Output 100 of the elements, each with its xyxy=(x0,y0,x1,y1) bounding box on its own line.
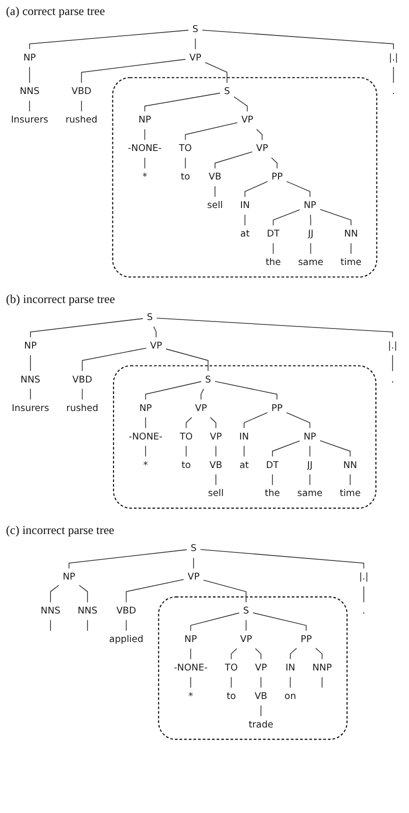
connector xyxy=(153,326,157,338)
connector xyxy=(252,612,307,632)
connector xyxy=(203,580,246,603)
node-text: VB xyxy=(254,690,268,702)
connector xyxy=(310,242,312,254)
panel-title: (c) incorrect parse tree xyxy=(6,522,114,537)
node-text: NP xyxy=(304,431,316,442)
node-text: VBD xyxy=(72,86,92,97)
connector xyxy=(144,92,220,112)
connector xyxy=(272,440,300,457)
connector xyxy=(315,648,322,660)
node-text: the xyxy=(264,488,280,499)
node-text: rushed xyxy=(65,114,98,126)
connector xyxy=(215,446,216,457)
connector xyxy=(271,157,278,169)
connector xyxy=(30,354,31,372)
node-text: -NONE- xyxy=(128,143,162,154)
node-text: NNS xyxy=(40,606,60,616)
node-text: same xyxy=(298,257,324,268)
node-text: Insurers xyxy=(12,402,50,414)
connector xyxy=(260,705,262,717)
node-text: VP xyxy=(189,52,202,64)
connector xyxy=(290,676,291,688)
connector xyxy=(214,151,253,169)
connector xyxy=(255,648,262,660)
node-text: VP xyxy=(188,572,200,582)
node-text: JJ xyxy=(307,460,313,470)
node-text: sell xyxy=(207,200,223,211)
node-text: |.| xyxy=(388,340,398,352)
node-text: NP xyxy=(138,114,152,126)
node-text: to xyxy=(180,172,190,182)
node-text: PP xyxy=(300,634,312,645)
node-text: TO xyxy=(224,662,238,674)
connector xyxy=(82,388,83,400)
connector xyxy=(392,354,393,372)
cluster xyxy=(113,365,376,509)
connector xyxy=(190,612,240,632)
node-text: NNS xyxy=(78,606,98,616)
node-text: VB xyxy=(208,172,222,182)
node-text: * xyxy=(188,690,194,702)
node-text: time xyxy=(340,488,361,499)
connector xyxy=(309,446,310,457)
node-text: VP xyxy=(240,634,252,645)
node-text: VBD xyxy=(116,606,136,616)
panel-title: (b) incorrect parse tree xyxy=(6,292,115,306)
connector xyxy=(30,318,144,338)
connector xyxy=(363,586,364,603)
node-text: NP xyxy=(24,340,37,352)
node-text: . xyxy=(392,86,395,97)
connector xyxy=(286,181,310,198)
node-text: NNS xyxy=(20,86,40,97)
node-text: * xyxy=(142,172,148,182)
connector xyxy=(215,474,216,486)
connector xyxy=(200,388,204,400)
node-text: trade xyxy=(248,719,274,730)
node-text: same xyxy=(297,488,322,499)
node-text: to xyxy=(182,460,191,470)
node-text: VBD xyxy=(72,374,92,385)
node-text: S xyxy=(243,606,250,616)
node-text: VP xyxy=(241,114,254,126)
node-text: VP xyxy=(254,662,267,674)
connector xyxy=(126,579,184,603)
connector xyxy=(50,620,51,632)
connector xyxy=(81,58,186,84)
node-text: DT xyxy=(266,460,279,470)
connector xyxy=(310,214,312,226)
node-text: VP xyxy=(150,340,162,352)
connector xyxy=(144,128,146,140)
node-text: VP xyxy=(195,402,207,414)
node-text: IN xyxy=(285,662,296,674)
connector xyxy=(166,348,208,372)
node-text: -NONE- xyxy=(174,662,208,674)
connector xyxy=(190,676,192,688)
node-text: IN xyxy=(239,431,249,442)
connector xyxy=(186,446,187,457)
node-text: on xyxy=(284,690,296,702)
connector xyxy=(214,186,216,198)
node-text: Insurers xyxy=(10,114,48,126)
node-text: PP xyxy=(271,402,283,414)
node-text: NP xyxy=(184,634,197,645)
connector xyxy=(193,557,194,569)
connector xyxy=(50,584,60,603)
connector xyxy=(210,417,216,428)
node-text: NP xyxy=(139,402,152,414)
node-text: VP xyxy=(210,431,222,442)
node-text: TO xyxy=(178,143,192,154)
panel-title: (a) correct parse tree xyxy=(6,4,105,18)
connector xyxy=(260,676,262,688)
node-text: S xyxy=(146,312,153,323)
node-text: NN xyxy=(343,460,358,470)
node-text: NNP xyxy=(312,662,332,674)
connector xyxy=(144,157,146,169)
node-text: S xyxy=(192,24,198,35)
connector xyxy=(30,388,31,400)
node-text: to xyxy=(226,690,236,702)
node-text: VB xyxy=(210,460,222,470)
node-text: rushed xyxy=(66,402,98,414)
connector xyxy=(184,122,238,140)
connector xyxy=(186,417,192,428)
node-text: |.| xyxy=(388,52,398,64)
